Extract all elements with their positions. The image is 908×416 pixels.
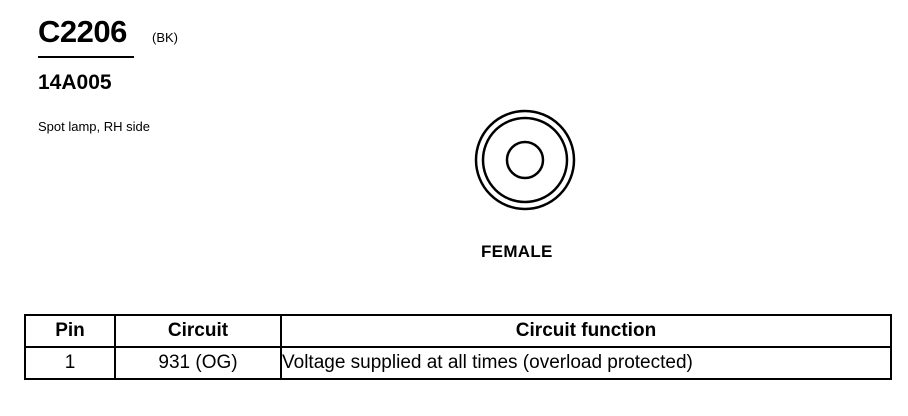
circuit-cell: 931 (OG) bbox=[114, 346, 282, 380]
connector-id: C2206 bbox=[38, 14, 127, 49]
circuit-function-column-header: Circuit function bbox=[280, 314, 892, 348]
connector-outer-ring bbox=[474, 109, 576, 211]
connector-gender-label: FEMALE bbox=[481, 242, 553, 261]
pin-table: Pin Circuit Circuit function 1 931 (OG) … bbox=[24, 314, 892, 380]
pin-table-header-row: Pin Circuit Circuit function bbox=[24, 314, 892, 348]
connector-color: (BK) bbox=[152, 30, 178, 45]
circuit-column-header: Circuit bbox=[114, 314, 282, 348]
part-number: 14A005 bbox=[38, 71, 112, 94]
round-connector-face-icon bbox=[474, 109, 576, 211]
connector-inner-ring bbox=[481, 116, 569, 204]
connector-description: Spot lamp, RH side bbox=[38, 119, 150, 134]
circuit-function-cell: Voltage supplied at all times (overload … bbox=[280, 346, 892, 380]
pin-column-header: Pin bbox=[24, 314, 116, 348]
connector-pin-socket bbox=[505, 140, 545, 180]
table-row: 1 931 (OG) Voltage supplied at all times… bbox=[24, 346, 892, 380]
pin-number-cell: 1 bbox=[24, 346, 116, 380]
title-rule bbox=[38, 56, 134, 58]
